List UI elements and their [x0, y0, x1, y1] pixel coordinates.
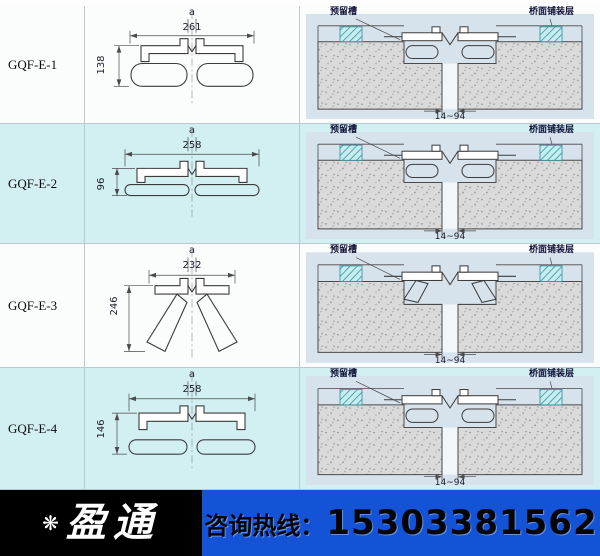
hotline-number: 15303381562	[326, 503, 598, 543]
height-dimension-label: 138	[96, 54, 107, 75]
joint-range-dimension-label: 14~94	[434, 112, 466, 122]
gap-dimension-label: a	[188, 125, 196, 136]
deck-pavement-label: 桥面铺装层	[528, 7, 574, 17]
leaders-and-dims	[355, 257, 553, 359]
joint-range-dimension-label: 14~94	[434, 232, 466, 242]
profile-cross-section-diagram	[124, 249, 238, 361]
footer-banner: ❋ 盈通 咨询热线： 15303381562	[0, 490, 600, 556]
table-row: GQF-E-4	[0, 368, 600, 490]
profile-cell: a 258 96	[85, 124, 300, 243]
leaders-and-dims	[355, 381, 553, 481]
dimension-lines	[112, 381, 256, 455]
installation-cross-section-diagram	[306, 376, 594, 485]
concrete-section	[317, 281, 583, 353]
installation-cell: 预留槽 桥面铺装层 14~94	[300, 124, 600, 243]
reserved-groove-label: 预留槽	[330, 7, 358, 17]
model-label: GQF-E-3	[8, 297, 58, 313]
width-dimension-label: 258	[182, 384, 202, 395]
width-dimension-label: 258	[182, 140, 202, 151]
reserved-groove-label: 预留槽	[330, 369, 358, 379]
pavement-hatch	[339, 144, 563, 161]
profile-cell: a 232 246	[85, 244, 300, 367]
concrete-section	[317, 41, 583, 110]
pavement-hatch	[339, 265, 563, 282]
reserved-groove-label: 预留槽	[330, 125, 358, 135]
pavement-hatch	[339, 26, 563, 43]
brand-logo-box: ❋ 盈通	[0, 490, 202, 556]
deck-pavement-label: 桥面铺装层	[528, 369, 574, 379]
profile-cell: a 261 138	[85, 6, 300, 123]
installation-cell: 预留槽 桥面铺装层 14~94	[300, 368, 600, 489]
width-dimension-label: 261	[182, 22, 202, 33]
profile-cross-section-diagram	[114, 10, 255, 104]
hotline-label: 咨询热线：	[204, 511, 325, 540]
gap-dimension-label: a	[188, 245, 196, 256]
concrete-section	[317, 159, 583, 230]
model-label-cell: GQF-E-3	[0, 244, 85, 367]
width-dimension-label: 232	[182, 260, 202, 271]
joint-profile	[128, 405, 256, 455]
profile-cell: a 258 146	[85, 368, 300, 489]
table-row: GQF-E-1	[0, 6, 600, 124]
pavement-hatch	[339, 389, 563, 406]
leaders-and-dims	[355, 18, 553, 116]
model-label: GQF-E-4	[8, 420, 58, 436]
model-label-cell: GQF-E-2	[0, 124, 85, 243]
height-dimension-label: 146	[96, 418, 107, 439]
joint-steel	[384, 389, 516, 423]
deck-pavement-label: 桥面铺装层	[528, 245, 574, 255]
installation-cell: 预留槽 桥面铺装层 14~94	[300, 6, 600, 123]
joint-steel	[384, 144, 516, 178]
gap-dimension-label: a	[188, 369, 196, 380]
joint-profile	[124, 160, 260, 197]
joint-models-table: GQF-E-1	[0, 6, 600, 490]
profile-cross-section-diagram	[112, 373, 256, 471]
joint-steel	[384, 26, 516, 60]
joint-steel	[384, 265, 516, 303]
model-label-cell: GQF-E-4	[0, 368, 85, 489]
deck-pavement-label: 桥面铺装层	[528, 125, 574, 135]
dimension-lines	[112, 137, 260, 196]
joint-profile	[130, 38, 254, 87]
joint-range-dimension-label: 14~94	[434, 356, 466, 366]
table-row: GQF-E-3	[0, 244, 600, 368]
installation-cross-section-diagram	[306, 252, 594, 363]
hotline: 咨询热线： 15303381562	[202, 490, 600, 556]
gap-dimension-label: a	[188, 7, 196, 18]
reserved-groove-label: 预留槽	[330, 245, 358, 255]
top-margin	[0, 0, 600, 6]
model-label-cell: GQF-E-1	[0, 6, 85, 123]
leaders-and-dims	[355, 136, 553, 235]
installation-cell: 预留槽 桥面铺装层 14~94	[300, 244, 600, 367]
concrete-section	[317, 404, 583, 476]
model-label: GQF-E-1	[8, 56, 58, 72]
installation-cross-section-diagram	[306, 132, 594, 239]
brand-name: 盈通	[65, 501, 160, 545]
height-dimension-label: 246	[109, 295, 120, 316]
height-dimension-label: 96	[96, 177, 107, 190]
table-row: GQF-E-2	[0, 124, 600, 244]
joint-range-dimension-label: 14~94	[434, 478, 466, 488]
installation-cross-section-diagram	[306, 13, 594, 120]
dimension-lines	[124, 257, 236, 352]
dimension-lines	[114, 18, 255, 87]
brand-logo-icon: ❋	[42, 511, 59, 535]
model-label: GQF-E-2	[8, 175, 58, 191]
joint-profile	[146, 277, 238, 353]
profile-cross-section-diagram	[112, 129, 260, 217]
